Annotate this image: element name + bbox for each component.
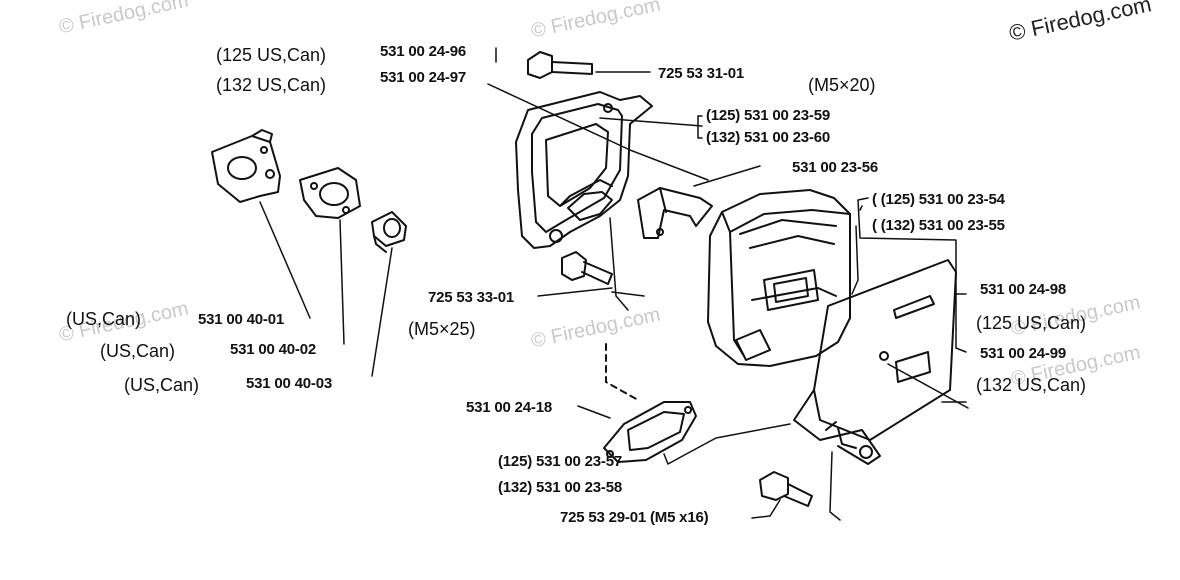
middle-screw-number: 725 53 33-01	[428, 289, 515, 306]
middle-screw-size: (M5×25)	[408, 319, 476, 339]
middle-screw-part	[561, 251, 613, 285]
gasket2-number-132: (132) 531 00 23-58	[498, 479, 622, 496]
muffler-number-132: ( (132) 531 00 23-55	[872, 217, 1005, 234]
intake-gasket-part	[299, 167, 361, 219]
left-group-title-132: (132 US,Can)	[216, 75, 327, 95]
plate-1-model: (125 US,Can)	[976, 313, 1087, 333]
carburetor-flange-part	[211, 129, 281, 203]
bottom-screw-part	[759, 471, 813, 507]
part-2-number: 531 00 40-02	[230, 341, 317, 358]
fitting-part	[371, 211, 407, 253]
plate-number-1: 531 00 24-98	[980, 281, 1067, 298]
muffler-part	[707, 189, 851, 367]
lower-gasket-part	[603, 401, 697, 463]
bottom-screw-number: 725 53 29-01 (M5 x16)	[560, 509, 709, 526]
top-screw-size: (M5×20)	[808, 75, 876, 95]
back-plate-part	[793, 259, 957, 465]
housing-number-125: (125) 531 00 23-59	[706, 107, 830, 124]
bracket-housing-part	[515, 91, 653, 249]
leader-lines	[259, 47, 969, 521]
left-group-title-125: (125 US,Can)	[216, 45, 327, 65]
gasket-number: 531 00 24-18	[466, 399, 553, 416]
deflector-part	[637, 187, 713, 239]
top-screw-number: 725 53 31-01	[658, 65, 745, 82]
plate-2-model: (132 US,Can)	[976, 375, 1087, 395]
bracket-part-number-2: 531 00 24-97	[380, 69, 467, 86]
bracket-part-number-1: 531 00 24-96	[380, 43, 467, 60]
housing-number-132: (132) 531 00 23-60	[706, 129, 830, 146]
part-2-note: (US,Can)	[100, 341, 176, 361]
deflector-number: 531 00 23-56	[792, 159, 879, 176]
part-3-number: 531 00 40-03	[246, 375, 333, 392]
part-3-note: (US,Can)	[124, 375, 200, 395]
top-screw-part	[527, 51, 593, 79]
muffler-number-125: ( (125) 531 00 23-54	[872, 191, 1005, 208]
plate-number-2: 531 00 24-99	[980, 345, 1067, 362]
part-1-number: 531 00 40-01	[198, 311, 285, 328]
part-1-note: (US,Can)	[66, 309, 142, 329]
gasket2-number-125: (125) 531 00 23-57	[498, 453, 622, 470]
